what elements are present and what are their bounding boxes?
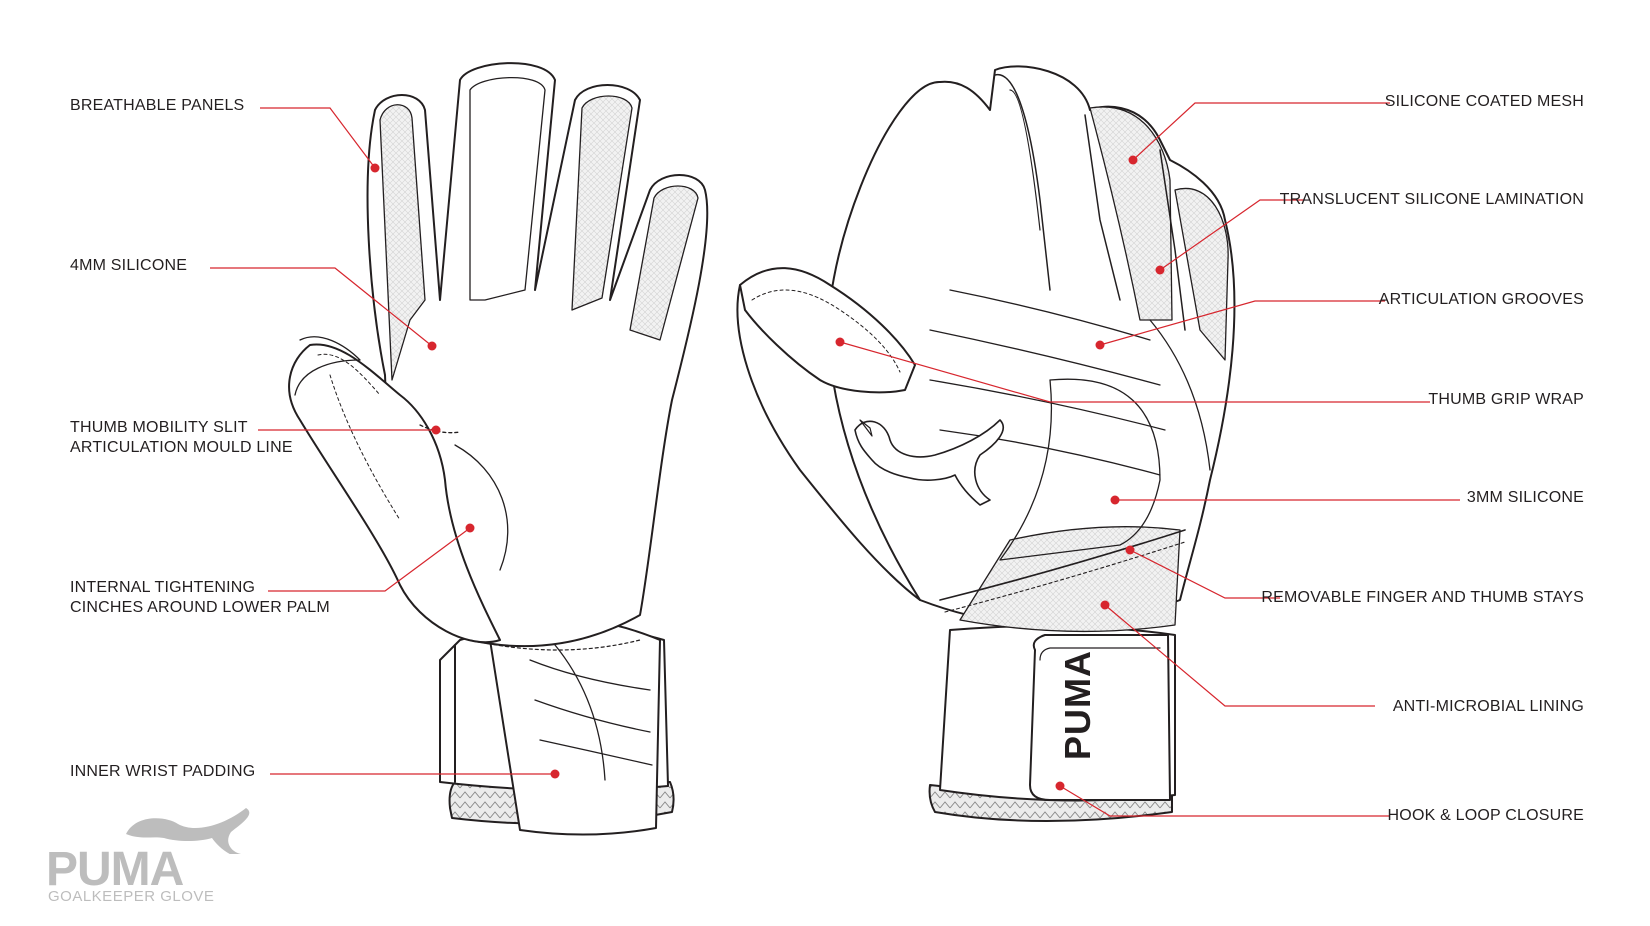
- label-internal-tightening: INTERNAL TIGHTENING CINCHES AROUND LOWER…: [70, 578, 330, 618]
- leader-line: [210, 267, 433, 347]
- label-line: REMOVABLE FINGER AND THUMB STAYS: [1261, 589, 1584, 606]
- cat-logo-icon: [854, 419, 1004, 506]
- label-hook-loop-closure: HOOK & LOOP CLOSURE: [1388, 806, 1584, 826]
- label-removable-stays: REMOVABLE FINGER AND THUMB STAYS: [1261, 588, 1584, 608]
- palm-body: [366, 62, 709, 648]
- label-line: ARTICULATION GROOVES: [1378, 291, 1584, 308]
- label-inner-wrist-padding: INNER WRIST PADDING: [70, 762, 255, 782]
- label-line: 3MM SILICONE: [1466, 489, 1584, 506]
- callout-dot: [1100, 600, 1110, 610]
- label-line: 4MM SILICONE: [70, 257, 188, 274]
- callout-dot: [431, 425, 441, 435]
- label-line: ANTI-MICROBIAL LINING: [1392, 698, 1584, 715]
- callout-dot: [1095, 340, 1105, 350]
- callout-dot: [465, 523, 475, 533]
- callout-dot: [550, 769, 560, 779]
- brand-subtitle: GOALKEEPER GLOVE: [48, 888, 215, 905]
- callout-dot: [1055, 781, 1065, 791]
- leader-line: [1104, 604, 1375, 707]
- palm-glove: [288, 62, 709, 836]
- label-line: THUMB MOBILITY SLIT: [70, 419, 248, 436]
- label-line: ARTICULATION MOULD LINE: [70, 439, 293, 456]
- label-thumb-mobility-slit: THUMB MOBILITY SLIT ARTICULATION MOULD L…: [70, 418, 293, 458]
- callout-dot: [1155, 265, 1165, 275]
- label-line: INNER WRIST PADDING: [70, 763, 256, 780]
- leader-line: [268, 527, 471, 592]
- label-line: SILICONE COATED MESH: [1384, 93, 1584, 110]
- leader-line: [1059, 785, 1390, 817]
- callout-dot: [1128, 155, 1138, 165]
- back-strap: [1029, 634, 1171, 801]
- callout-dot: [835, 337, 845, 347]
- leader-line: [1129, 549, 1280, 599]
- label-line: BREATHABLE PANELS: [70, 97, 245, 114]
- leader-line: [1099, 300, 1385, 346]
- palm-wrist-strap: [489, 616, 661, 836]
- backhand-glove: [736, 65, 1236, 822]
- label-silicone-coated-mesh: SILICONE COATED MESH: [1385, 92, 1584, 112]
- leader-line: [839, 341, 1430, 403]
- callout-dot: [1125, 545, 1135, 555]
- callout-dot: [427, 341, 437, 351]
- callout-dot: [370, 163, 380, 173]
- leader-line: [260, 107, 376, 169]
- back-thumb-wrap: [739, 267, 916, 394]
- brand-cat-icon: [126, 808, 250, 854]
- label-4mm-silicone: 4MM SILICONE: [70, 256, 187, 276]
- label-breathable-panels: BREATHABLE PANELS: [70, 96, 244, 116]
- strap-logo-text: PUMA: [1057, 650, 1098, 760]
- leader-line: [1132, 102, 1390, 161]
- label-line: HOOK & LOOP CLOSURE: [1387, 807, 1584, 824]
- label-3mm-silicone: 3MM SILICONE: [1467, 488, 1584, 508]
- label-articulation-grooves: ARTICULATION GROOVES: [1379, 290, 1584, 310]
- leader-line: [1159, 199, 1305, 271]
- callout-dot: [1110, 495, 1120, 505]
- label-line: INTERNAL TIGHTENING: [70, 579, 256, 596]
- label-line: CINCHES AROUND LOWER PALM: [70, 599, 330, 616]
- label-line: TRANSLUCENT SILICONE LAMINATION: [1279, 191, 1584, 208]
- label-anti-microbial-lining: ANTI-MICROBIAL LINING: [1393, 697, 1584, 717]
- palm-thumb: [288, 343, 501, 644]
- label-line: THUMB GRIP WRAP: [1428, 391, 1584, 408]
- label-thumb-grip-wrap: THUMB GRIP WRAP: [1428, 390, 1584, 410]
- label-translucent-silicone-lamination: TRANSLUCENT SILICONE LAMINATION: [1280, 190, 1584, 210]
- brand-word: PUMA: [46, 843, 184, 896]
